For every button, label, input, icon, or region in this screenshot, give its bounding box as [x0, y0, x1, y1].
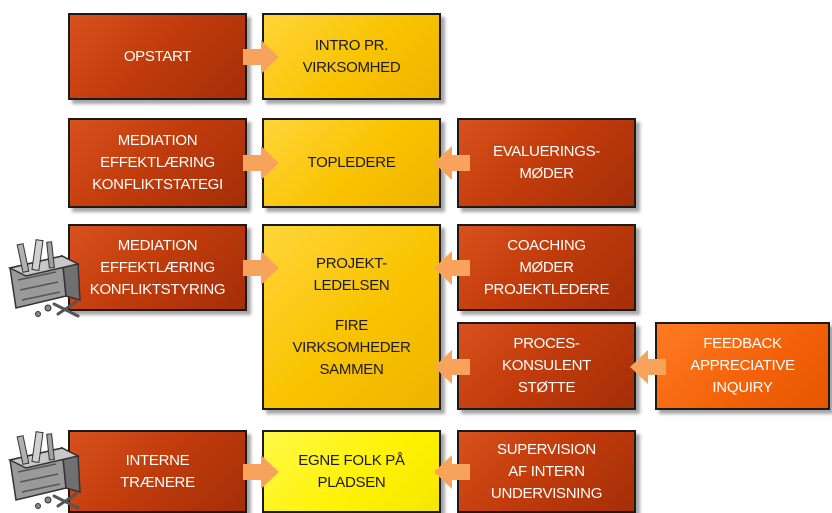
box-text: EGNE FOLK PÅ — [298, 451, 405, 469]
box-text: EFFEKTLÆRING — [100, 258, 215, 276]
box-text: KONSULENT — [502, 357, 591, 374]
box-text: UNDERVISNING — [490, 484, 603, 502]
arrow-left-icon — [630, 350, 666, 384]
box-text: STØTTE — [517, 379, 576, 396]
box-text: TOPLEDERE — [307, 154, 396, 171]
toolbox-icon — [7, 431, 81, 510]
toolbox-icon — [7, 239, 81, 318]
box-text: MEDIATION — [117, 132, 198, 149]
arrow-right-icon — [243, 40, 279, 74]
box-text: INTERNE — [125, 451, 190, 469]
box-text: KONFLIKTSTATEGI — [92, 176, 223, 193]
opstart-box: OPSTART — [68, 13, 247, 100]
arrow-left-icon — [434, 455, 470, 489]
box-text: KONFLIKTSTYRING — [89, 280, 226, 298]
box-text: FEEDBACK — [703, 335, 782, 352]
box-text: VIRKSOMHEDER — [292, 339, 411, 356]
box-text: APPRECIATIVE — [690, 357, 795, 374]
egne-folk-box: EGNE FOLK PÅ PLADSEN — [262, 430, 441, 513]
box-text: PROCES- — [513, 335, 580, 352]
proceskonsulent-box: PROCES- KONSULENT STØTTE — [457, 322, 636, 410]
box-text: MEDIATION — [117, 236, 198, 254]
box-text: EVALUERINGS- — [493, 143, 600, 160]
topledere-box: TOPLEDERE — [262, 118, 441, 208]
box-text: PROJEKTLEDERE — [483, 280, 610, 298]
arrow-left-icon — [434, 251, 470, 285]
intro-box: INTRO PR. VIRKSOMHED — [262, 13, 441, 100]
arrow-left-icon — [434, 350, 470, 384]
box-text: SAMMEN — [319, 361, 384, 378]
arrow-right-icon — [243, 146, 279, 180]
evaluerings-box: EVALUERINGS- MØDER — [457, 118, 636, 208]
box-text: MØDER — [519, 165, 574, 182]
box-text: EFFEKTLÆRING — [100, 154, 215, 171]
supervision-box: SUPERVISION AF INTERN UNDERVISNING — [457, 430, 636, 513]
box-text: INTRO PR. — [314, 36, 389, 54]
box-text: AF INTERN — [508, 462, 585, 480]
arrow-right-icon — [243, 455, 279, 489]
box-text: OPSTART — [123, 47, 192, 65]
box-text: VIRKSOMHED — [302, 58, 401, 76]
mediation-box-2: MEDIATION EFFEKTLÆRING KONFLIKTSTYRING — [68, 224, 247, 311]
box-text: INQUIRY — [712, 379, 773, 396]
box-text: FIRE — [335, 317, 368, 334]
box-text: PROJEKT- — [316, 255, 387, 272]
mediation-box-1: MEDIATION EFFEKTLÆRING KONFLIKTSTATEGI — [68, 118, 247, 208]
box-text: MØDER — [519, 258, 574, 276]
feedback-box: FEEDBACK APPRECIATIVE INQUIRY — [655, 322, 830, 410]
box-text: TRÆNERE — [120, 473, 195, 491]
box-text: COACHING — [507, 236, 586, 254]
projektledelsen-box: PROJEKT- LEDELSEN FIRE VIRKSOMHEDER SAMM… — [262, 224, 441, 410]
arrow-left-icon — [434, 146, 470, 180]
arrow-right-icon — [243, 251, 279, 285]
coaching-box: COACHING MØDER PROJEKTLEDERE — [457, 224, 636, 311]
box-text: PLADSEN — [317, 473, 386, 491]
interne-box: INTERNE TRÆNERE — [68, 430, 247, 513]
box-text: SUPERVISION — [497, 440, 596, 458]
box-text: LEDELSEN — [313, 277, 390, 294]
